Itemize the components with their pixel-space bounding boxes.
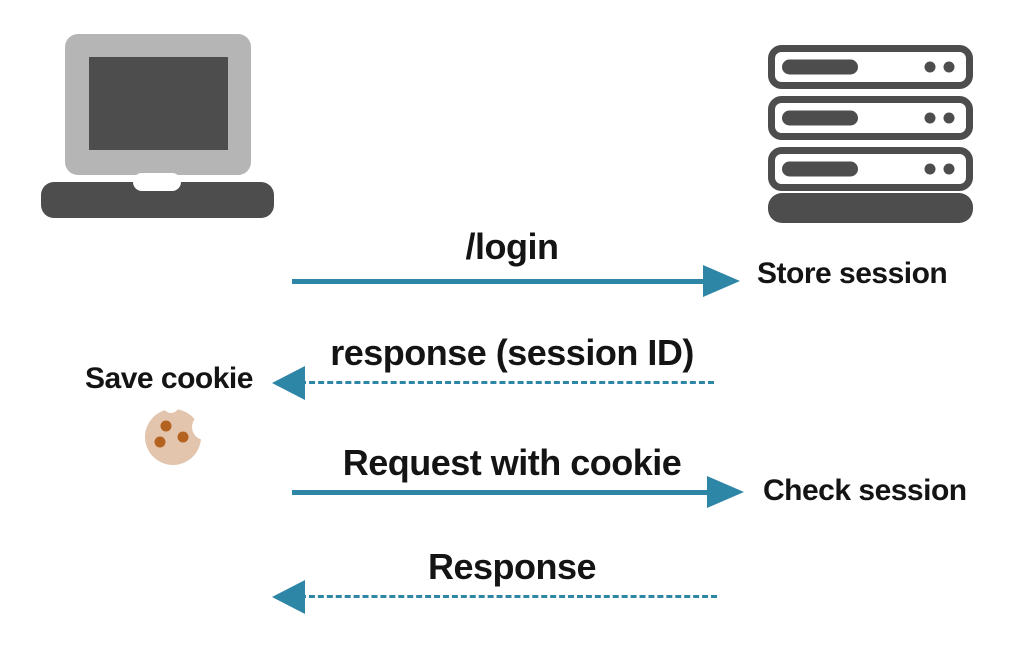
message-label-response-session-id: response (session ID) (330, 332, 694, 373)
arrowhead-left-icon (272, 580, 305, 614)
arrow-line-login (292, 279, 706, 284)
server-stack-icon (768, 45, 973, 223)
arrow-line-request-with-cookie (292, 490, 710, 495)
message-label-request-with-cookie: Request with cookie (342, 442, 682, 483)
server-action-store-session: Store session (757, 257, 948, 290)
arrowhead-right-icon (707, 476, 744, 508)
cookie-icon (145, 400, 207, 465)
arrow-line-response-session-id (300, 381, 714, 384)
laptop-icon (41, 34, 274, 218)
server-action-check-session: Check session (763, 474, 967, 507)
message-label-response: Response (427, 546, 597, 587)
client-action-save-cookie: Save cookie (85, 362, 253, 395)
arrowhead-right-icon (703, 265, 740, 297)
arrow-line-response (300, 595, 717, 598)
arrowhead-left-icon (272, 366, 305, 400)
message-label-login: /login (465, 226, 559, 267)
